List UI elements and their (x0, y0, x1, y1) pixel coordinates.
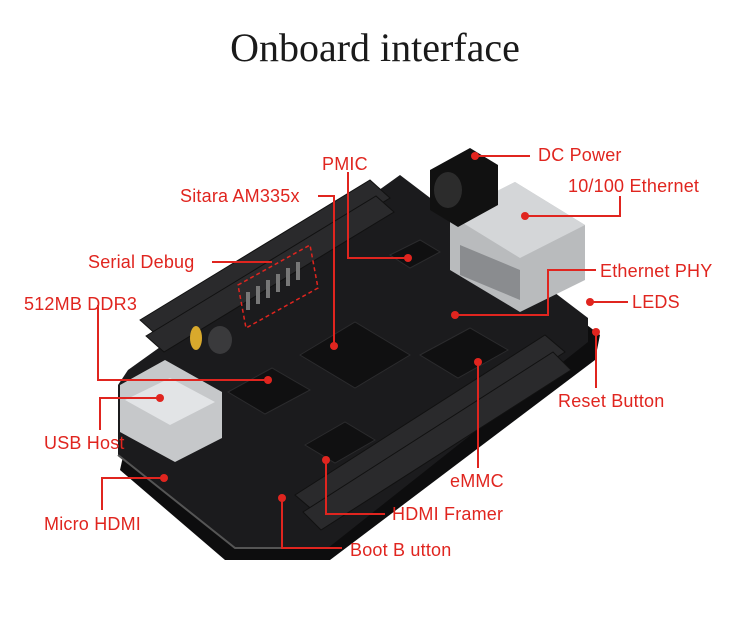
label-leds: LEDS (632, 292, 680, 312)
label-pmic: PMIC (322, 154, 368, 174)
label-boot-button: Boot B utton (350, 540, 452, 560)
header-bottom (294, 334, 572, 531)
header-top (139, 179, 395, 353)
processor-chip (299, 321, 411, 389)
emmc-chip (418, 327, 510, 379)
dc-jack (430, 148, 498, 227)
label-micro-hdmi: Micro HDMI (44, 514, 141, 534)
ddr3-chip (226, 367, 312, 415)
label-reset-button: Reset Button (558, 391, 665, 411)
pmic-chip (388, 239, 442, 269)
usb-host (120, 360, 222, 462)
label-emmc: eMMC (450, 471, 504, 491)
page-title: Onboard interface (230, 25, 520, 70)
label-sitara: Sitara AM335x (180, 186, 300, 206)
capacitor (208, 326, 232, 354)
serial-debug-pins (246, 262, 300, 310)
label-ethernet: 10/100 Ethernet (568, 176, 700, 196)
ethernet-jack (450, 182, 585, 312)
label-serial-debug: Serial Debug (88, 252, 195, 272)
label-usb-host: USB Host (44, 433, 125, 453)
label-hdmi-framer: HDMI Framer (392, 504, 504, 524)
label-dc-power: DC Power (538, 145, 622, 165)
label-ethernet-phy: Ethernet PHY (600, 261, 713, 281)
label-ddr3: 512MB DDR3 (24, 294, 138, 314)
